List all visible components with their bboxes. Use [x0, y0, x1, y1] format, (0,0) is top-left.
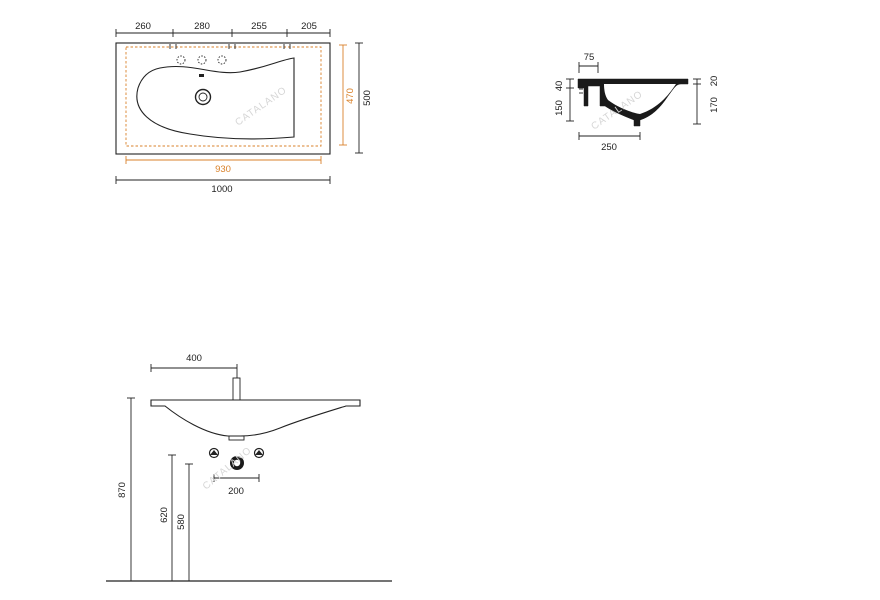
- basin-depth-label: 150: [554, 100, 565, 116]
- rim-width-label: 75: [584, 52, 595, 63]
- height-supply-label: 580: [176, 514, 187, 530]
- top-dim-1: 260: [135, 21, 151, 32]
- inner-depth-label: 470: [345, 88, 356, 104]
- drain-outer: [194, 88, 212, 106]
- top-view: 260 280 255 205 470 500: [115, 21, 373, 195]
- outer-depth-label: 500: [362, 90, 373, 106]
- top-dim-3: 255: [251, 21, 267, 32]
- trap-width-label: 200: [228, 486, 244, 497]
- tap-hole-center: [197, 55, 207, 65]
- outer-width-label: 1000: [211, 184, 232, 195]
- overflow-slot: [199, 74, 204, 77]
- waste-outlet: [228, 435, 245, 441]
- section-depth-label: 250: [601, 142, 617, 153]
- tap-hole-marks: [169, 44, 291, 49]
- section-view: 75 40 150 20 170 250 CATALANO: [554, 52, 720, 153]
- total-height-label: 170: [709, 97, 720, 113]
- inner-width-label: 930: [215, 164, 231, 175]
- bowl-outline: [136, 57, 295, 140]
- waste-trap-inner: [233, 459, 241, 467]
- top-dim-2: 280: [194, 21, 210, 32]
- tap-hole-right: [217, 55, 227, 65]
- watermark-top: CATALANO: [233, 85, 289, 129]
- valve-right-glyph: [255, 450, 263, 455]
- right-rim-label: 20: [709, 76, 720, 87]
- tap-offset-label: 400: [186, 353, 202, 364]
- drain-inner: [198, 92, 208, 102]
- tap-hole-left: [176, 55, 186, 65]
- valve-left-glyph: [210, 450, 218, 455]
- basin-front-profile: [150, 399, 361, 437]
- front-view: 400 200 870 620 580 CATALANO: [106, 353, 392, 582]
- top-dim-4: 205: [301, 21, 317, 32]
- tap: [232, 377, 241, 401]
- basin-section-inner: [604, 84, 676, 114]
- rim-height-label: 40: [554, 81, 565, 92]
- height-waste-label: 620: [159, 507, 170, 523]
- height-total-label: 870: [117, 482, 128, 498]
